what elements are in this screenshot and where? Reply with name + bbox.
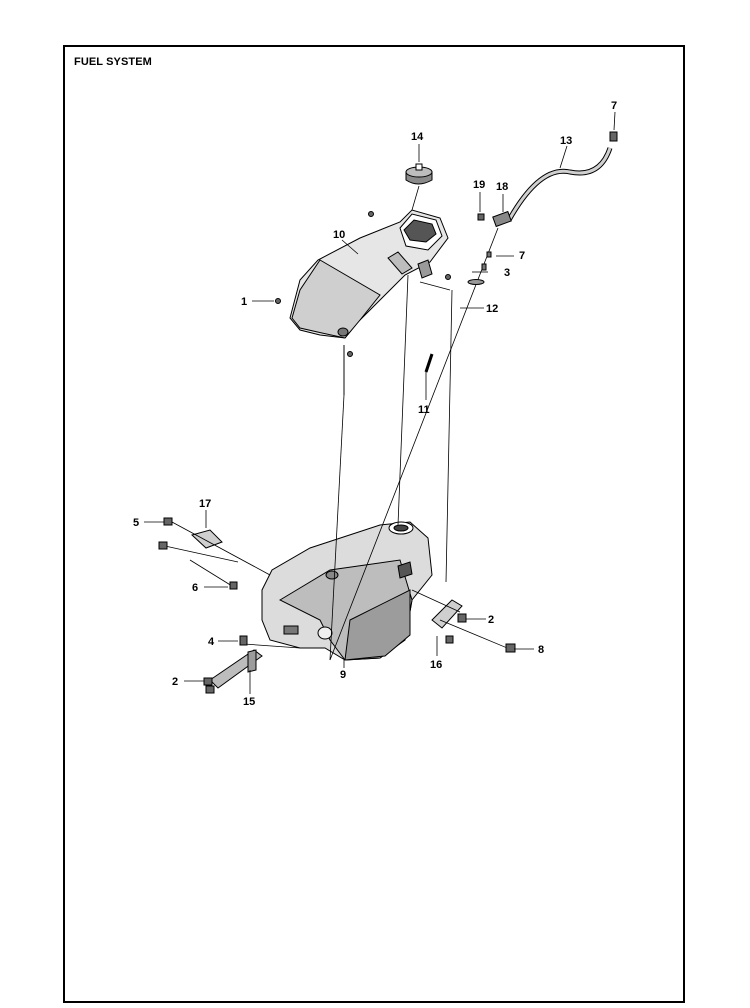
callout-12: 12 bbox=[486, 303, 498, 315]
callout-6: 6 bbox=[192, 582, 198, 594]
callout-11: 11 bbox=[418, 404, 430, 416]
callout-2-left: 2 bbox=[172, 676, 178, 688]
callout-7-top: 7 bbox=[611, 100, 617, 112]
fuel-pickup bbox=[329, 213, 499, 661]
callout-14: 14 bbox=[411, 131, 424, 143]
callout-5: 5 bbox=[133, 517, 139, 529]
callout-9: 9 bbox=[340, 669, 346, 681]
callout-labels: 1 2 2 3 4 5 6 7 7 8 9 10 11 12 13 14 15 … bbox=[133, 100, 617, 708]
callout-13: 13 bbox=[560, 135, 572, 147]
right-bracket bbox=[411, 589, 516, 653]
callout-7-mid: 7 bbox=[519, 250, 525, 262]
fuel-tank bbox=[261, 521, 433, 661]
callout-2-right: 2 bbox=[488, 614, 494, 626]
diagram-frame bbox=[63, 45, 685, 1003]
callout-17: 17 bbox=[199, 498, 211, 510]
leader-lines bbox=[144, 111, 616, 694]
callout-4: 4 bbox=[208, 636, 215, 648]
callout-10: 10 bbox=[333, 229, 345, 241]
fuel-cap bbox=[405, 163, 433, 211]
callout-19: 19 bbox=[473, 179, 485, 191]
bottom-bracket bbox=[203, 635, 301, 694]
assembly-lines bbox=[329, 274, 453, 661]
callout-8: 8 bbox=[538, 644, 544, 656]
callout-18: 18 bbox=[496, 181, 508, 193]
callout-16: 16 bbox=[430, 659, 442, 671]
callout-3: 3 bbox=[504, 267, 510, 279]
callout-15: 15 bbox=[243, 696, 255, 708]
shroud-screws bbox=[275, 211, 451, 357]
callout-1: 1 bbox=[241, 296, 247, 308]
left-bracket bbox=[158, 517, 271, 590]
page-title: FUEL SYSTEM bbox=[74, 56, 152, 68]
tank-shroud bbox=[289, 209, 449, 339]
fuel-line bbox=[492, 131, 618, 228]
